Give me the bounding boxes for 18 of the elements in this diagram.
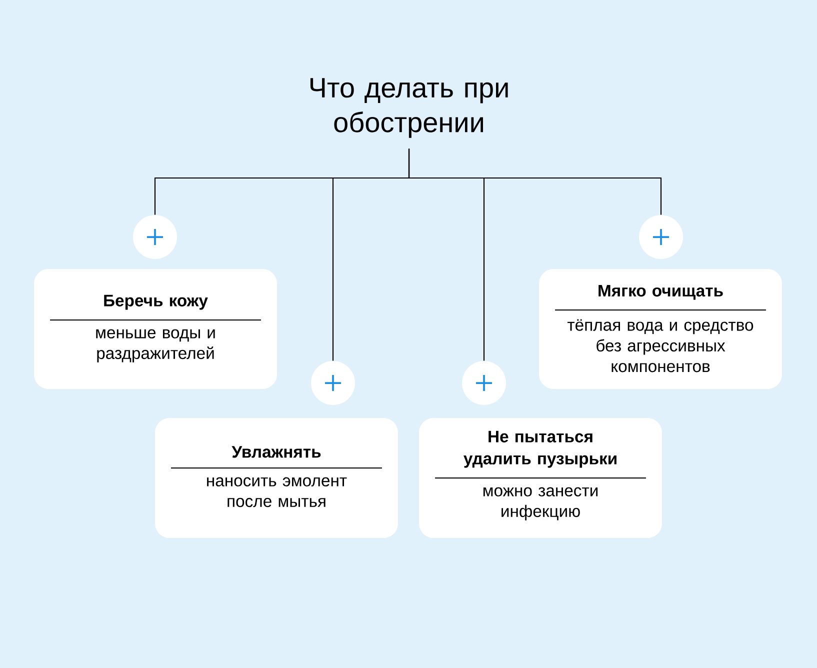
card-heading: Не пытаться удалить пузырьки bbox=[464, 430, 616, 468]
plus-circle bbox=[462, 361, 506, 405]
card bbox=[34, 269, 277, 389]
card-heading: Беречь кожу bbox=[104, 294, 208, 310]
card-text: меньше воды и раздражителей bbox=[96, 329, 215, 362]
card-heading: Мягко очищать bbox=[598, 284, 723, 300]
card bbox=[539, 269, 782, 389]
title: Что делать при обострении bbox=[310, 78, 508, 138]
card-text: наносить эмолент после мытья bbox=[207, 477, 347, 508]
connector-line bbox=[408, 148, 662, 215]
plus-circle bbox=[639, 215, 683, 259]
plus-circle bbox=[133, 215, 177, 259]
card-heading: Увлажнять bbox=[232, 446, 321, 458]
card bbox=[419, 418, 662, 538]
card-text: тёплая вода и средство без агрессивных компонентов bbox=[568, 319, 754, 372]
card bbox=[155, 418, 398, 538]
plus-circle bbox=[311, 361, 355, 405]
card-text: можно занести инфекцию bbox=[483, 487, 598, 520]
